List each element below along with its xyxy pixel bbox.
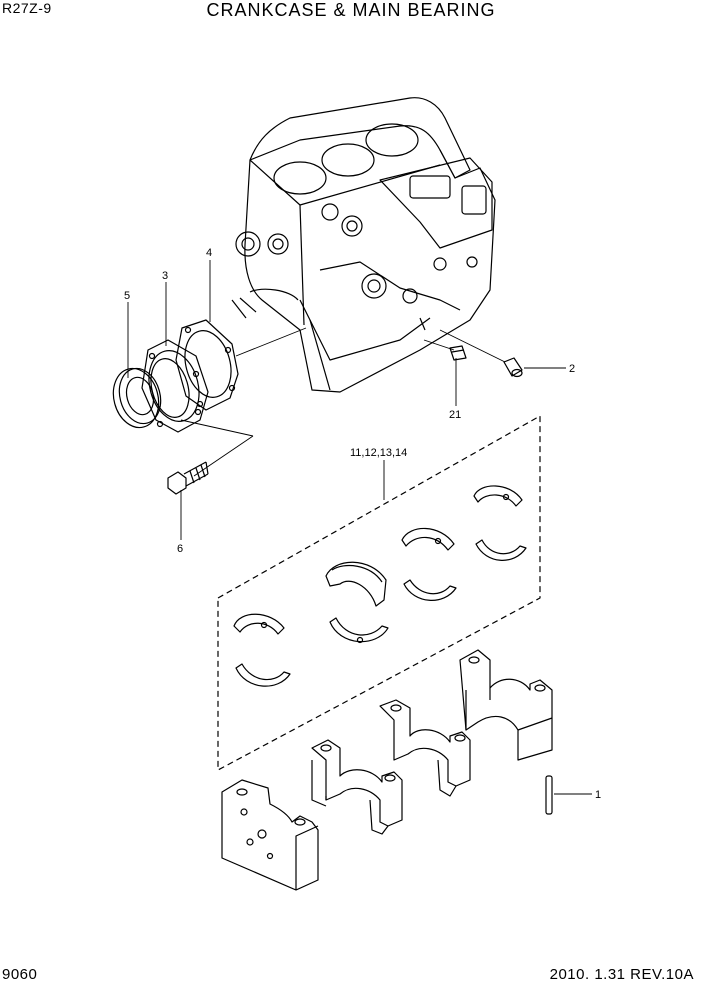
revision-date: 2010. 1.31 REV.10A xyxy=(549,966,694,983)
pin-part-1 xyxy=(545,775,553,815)
model-code: R27Z-9 xyxy=(2,0,52,16)
callout-5: 5 xyxy=(124,290,130,302)
page-title: CRANKCASE & MAIN BEARING xyxy=(206,0,496,20)
plug-part-21 xyxy=(449,345,467,361)
main-bearing-caps xyxy=(221,649,553,891)
plug-part-2 xyxy=(503,357,523,378)
bearing-shells xyxy=(233,485,527,687)
callout-2: 2 xyxy=(569,363,575,375)
bolt-part-6 xyxy=(167,461,209,495)
callout-3: 3 xyxy=(162,270,168,282)
retainer-part-3 xyxy=(141,339,209,433)
bearing-kit-outline xyxy=(217,415,541,771)
callout-4: 4 xyxy=(206,247,212,259)
page-number: 9060 xyxy=(2,966,38,983)
leader-lines xyxy=(127,260,592,795)
callout-1: 1 xyxy=(595,789,601,801)
callout-labels: 5 3 4 6 21 2 1 11,12,13,14 xyxy=(124,247,601,801)
callout-21: 21 xyxy=(449,409,461,421)
callout-6: 6 xyxy=(177,543,183,555)
crankcase-block xyxy=(231,97,496,393)
callout-bearings: 11,12,13,14 xyxy=(350,447,407,459)
